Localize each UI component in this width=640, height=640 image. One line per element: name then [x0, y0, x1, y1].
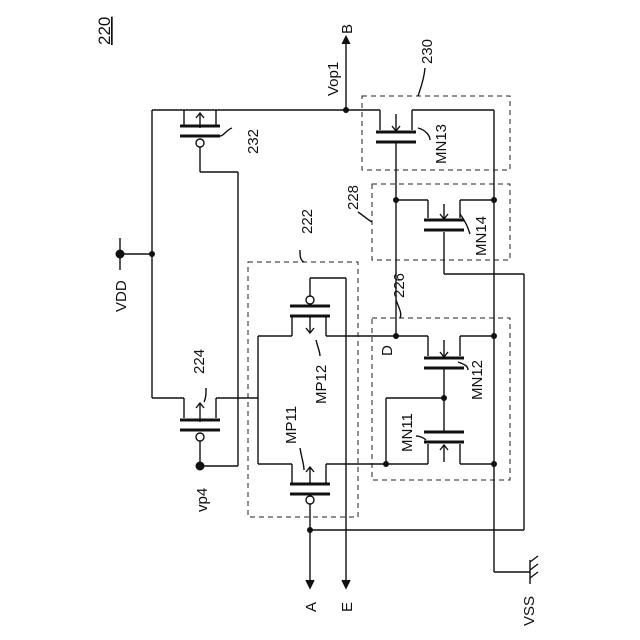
- vp4-label: vp4: [194, 488, 211, 512]
- mp12-label: MP12: [313, 365, 330, 404]
- terminal-a-label: A: [303, 602, 320, 612]
- nmos-mn13: [346, 110, 494, 572]
- vss-ground: [494, 556, 538, 584]
- block-226-outline: [372, 318, 510, 480]
- vss-label: VSS: [521, 596, 538, 626]
- terminal-e-label: E: [339, 602, 356, 612]
- terminal-b-label: B: [339, 24, 356, 34]
- output-b: [342, 36, 350, 113]
- leader-lines: [204, 68, 470, 470]
- ref-232-label: 232: [245, 129, 262, 154]
- ref-228-label: 228: [345, 185, 362, 210]
- figure-ref-label: 220: [95, 17, 114, 45]
- ref-226-label: 226: [391, 273, 408, 298]
- input-lines: [306, 232, 524, 588]
- vop1-label: Vop1: [325, 62, 342, 96]
- vdd-label: VDD: [113, 280, 130, 312]
- pmos-224: [152, 172, 258, 471]
- block-222-outline: [248, 262, 358, 517]
- ref-230-label: 230: [419, 39, 436, 64]
- diff-pair-222: [258, 278, 396, 584]
- mn13-label: MN13: [433, 124, 450, 164]
- vdd-rail: [116, 110, 156, 398]
- node-d-label: D: [379, 345, 396, 356]
- mn14-label: MN14: [473, 216, 490, 256]
- mn12-label: MN12: [469, 360, 486, 400]
- mp11-label: MP11: [283, 406, 300, 444]
- mn11-label: MN11: [399, 413, 416, 452]
- ref-224-label: 224: [191, 349, 208, 374]
- ref-222-label: 222: [299, 209, 316, 234]
